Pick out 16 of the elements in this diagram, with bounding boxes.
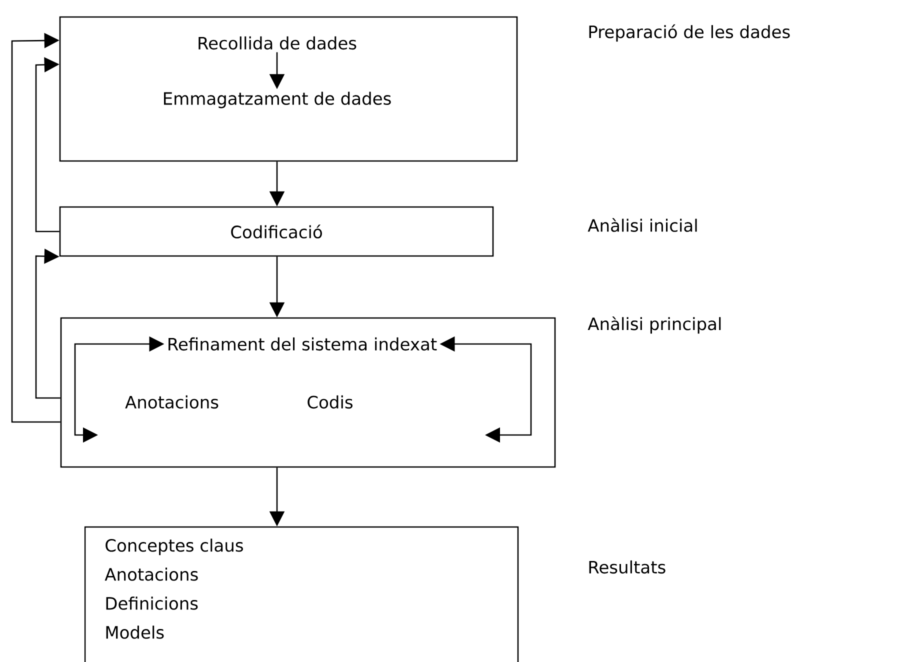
step-text: Recollida de dades bbox=[198, 36, 356, 50]
arrow bbox=[35, 248, 60, 399]
stage-label: Anàlisi principal bbox=[588, 316, 721, 334]
results-box: Conceptes claus Anotacions Definicions Models bbox=[84, 526, 519, 662]
step-text: Emmagatzament de dades bbox=[164, 92, 391, 108]
stage-label: Anàlisi inicial bbox=[588, 218, 697, 232]
process-box: Codificació bbox=[59, 206, 494, 257]
step-text: Anotacions bbox=[125, 395, 218, 409]
stage-box bbox=[60, 317, 556, 468]
arrow bbox=[11, 32, 60, 423]
stage-label: Preparació de les dades bbox=[589, 24, 790, 42]
step-text: Refinament del sistema indexat bbox=[168, 337, 437, 351]
arrow bbox=[35, 57, 60, 232]
stage-box bbox=[59, 16, 518, 162]
stage-label: Resultats bbox=[589, 560, 666, 574]
step-text: Codis bbox=[308, 395, 352, 409]
